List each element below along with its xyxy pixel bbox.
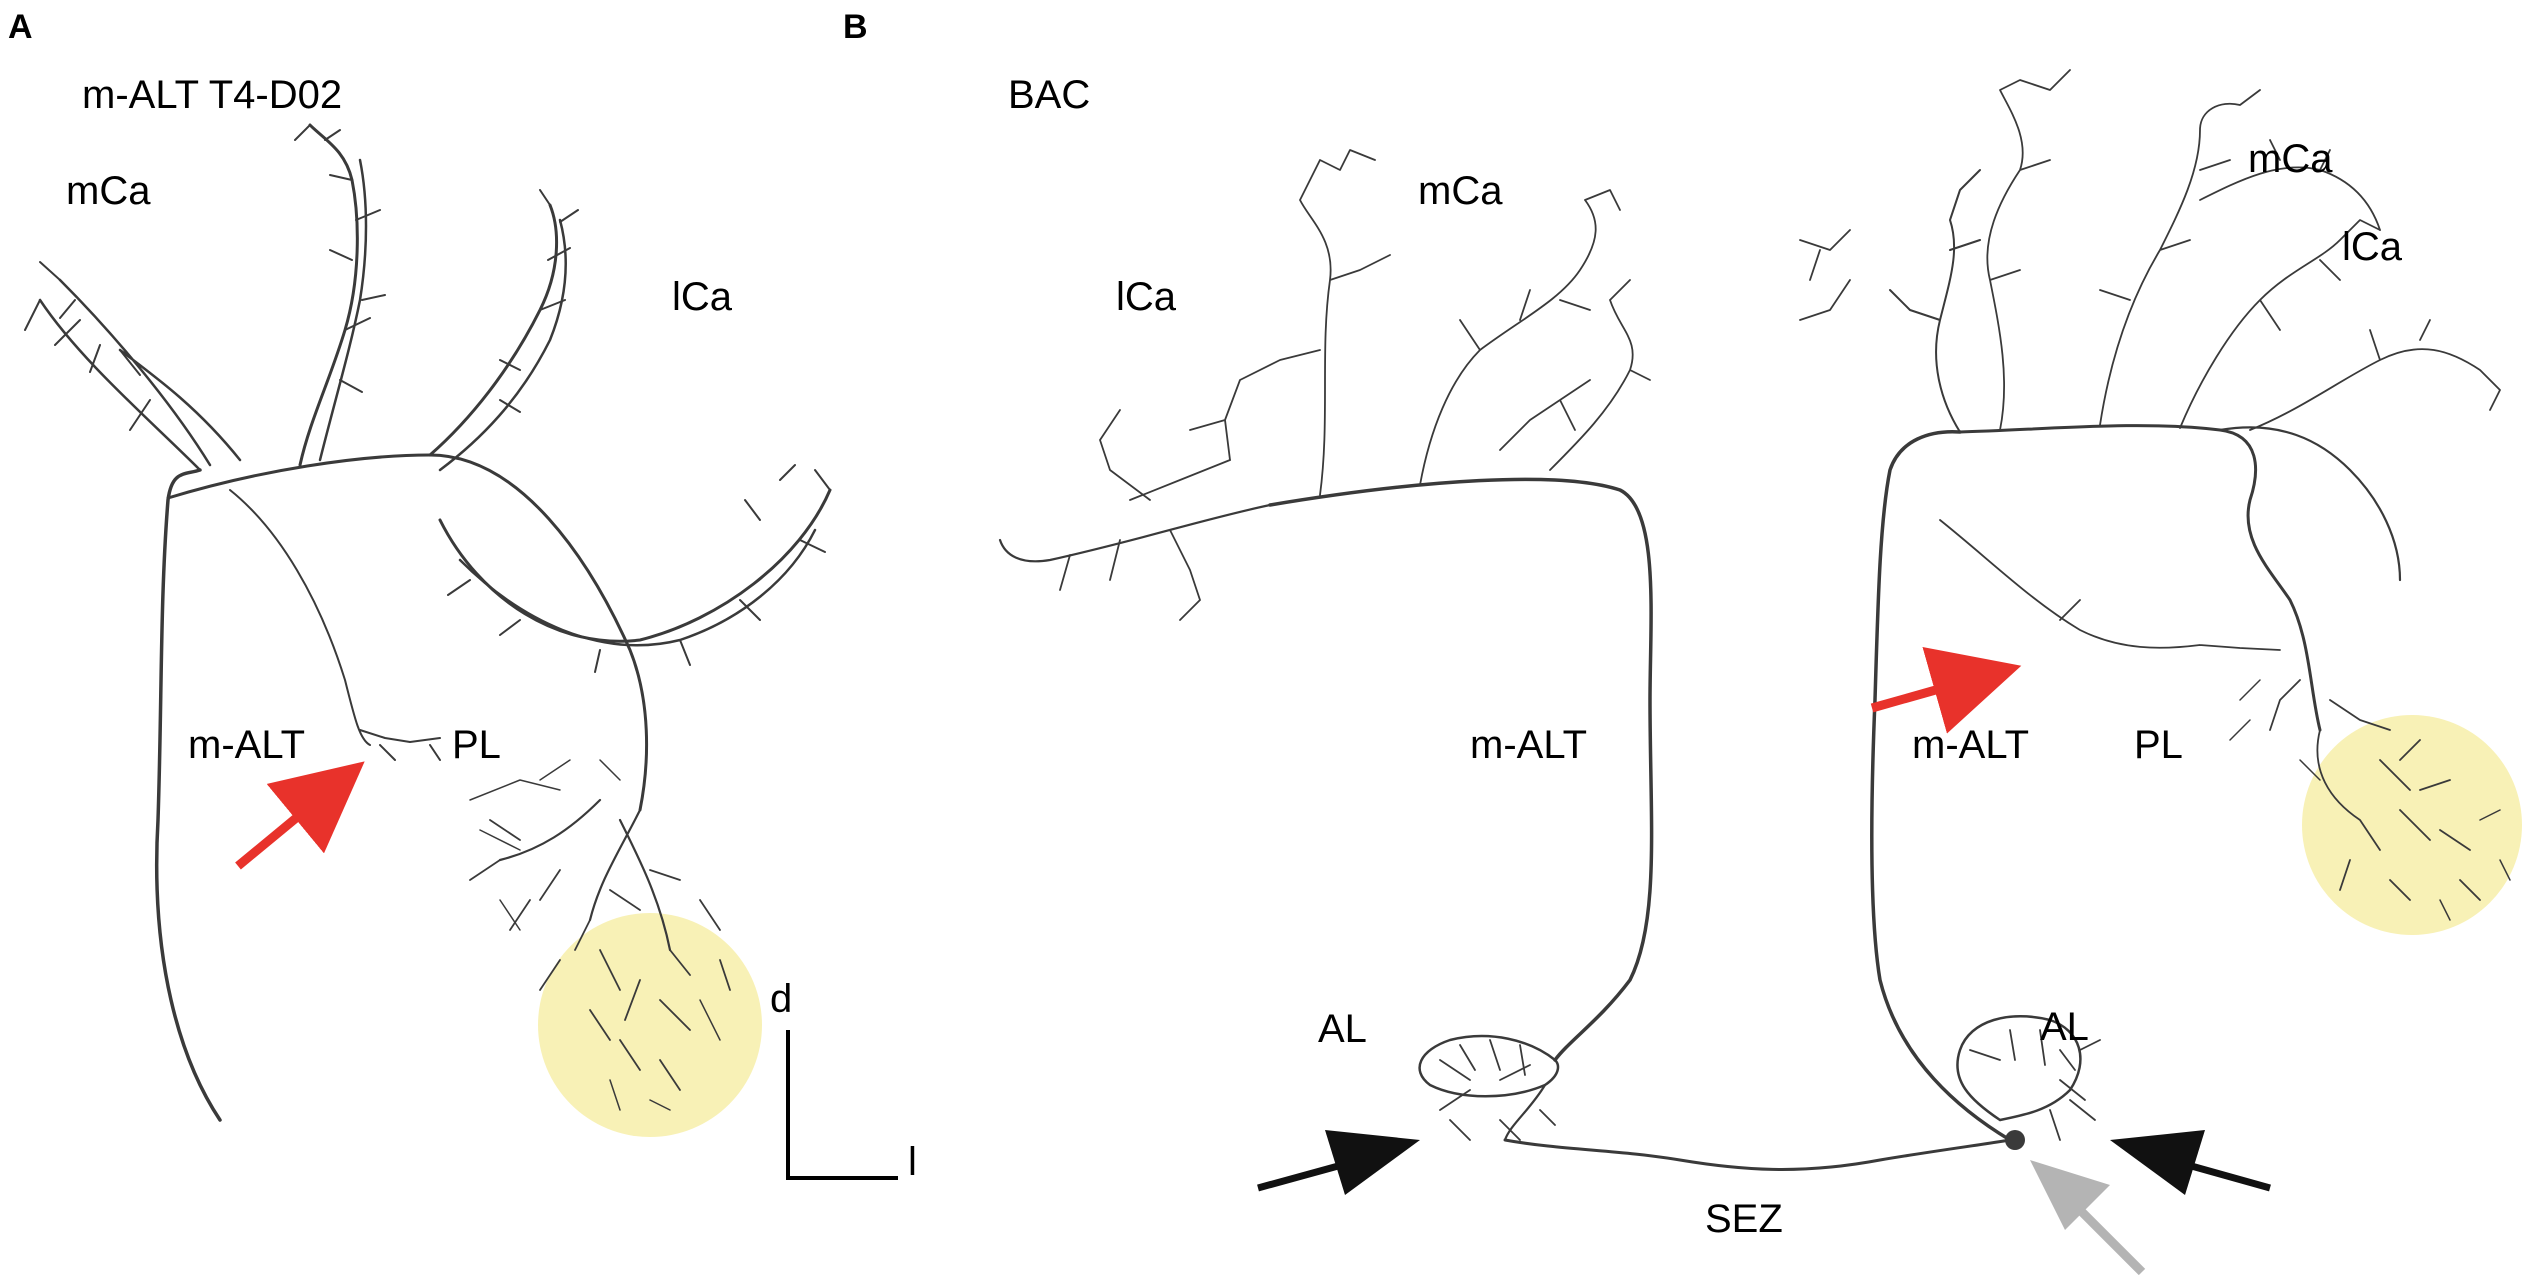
scale-bar-lateral-label: l [908, 1140, 917, 1184]
label-sez: SEZ [1705, 1197, 1783, 1241]
panel-a: A m-ALT T4-D02 [8, 8, 917, 1184]
panel-a-title: m-ALT T4-D02 [82, 73, 342, 117]
label-lca-b-left: lCa [1116, 275, 1177, 319]
black-arrow-left [1257, 1130, 1420, 1195]
black-arrow-right [2110, 1130, 2271, 1195]
panel-b: B BAC [843, 8, 2522, 1276]
highlight-circle-a [538, 913, 762, 1137]
panel-b-title: BAC [1008, 73, 1090, 117]
label-mca-b-left: mCa [1418, 169, 1503, 213]
label-malt-b-right: m-ALT [1912, 723, 2029, 767]
label-malt-a: m-ALT [188, 723, 305, 767]
highlight-circle-b [2302, 715, 2522, 935]
red-arrow-a [235, 761, 365, 870]
label-malt-b-left: m-ALT [1470, 723, 1587, 767]
label-mca-b-right: mCa [2248, 137, 2333, 181]
label-al-b-right: AL [2040, 1005, 2089, 1049]
label-lca-a: lCa [672, 275, 733, 319]
label-pl-b-right: PL [2134, 723, 2183, 767]
neuron-b [998, 69, 2511, 1171]
label-mca-a: mCa [66, 169, 151, 213]
scale-bar-dorsal-label: d [770, 977, 792, 1021]
label-lca-b-right: lCa [2342, 225, 2403, 269]
label-al-b-left: AL [1318, 1007, 1367, 1051]
neuron-a [24, 123, 832, 1122]
gray-arrow [2030, 1160, 2146, 1276]
panel-letter-a: A [8, 8, 33, 46]
scale-bar [786, 1030, 898, 1180]
label-pl-a: PL [452, 723, 501, 767]
panel-letter-b: B [843, 8, 868, 46]
red-arrow-b [1870, 646, 2022, 734]
